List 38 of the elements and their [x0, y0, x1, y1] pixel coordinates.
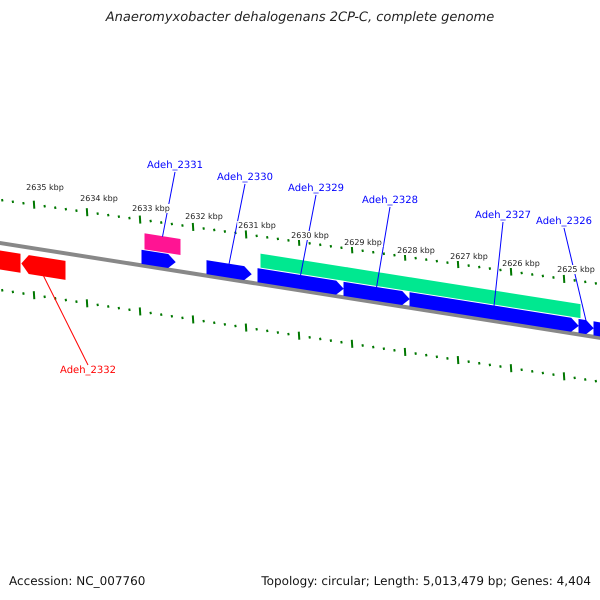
footer-text: Topology: circular; Length: 5,013,479 bp; Genes: 4,404 [261, 574, 591, 588]
feature-bar [260, 254, 348, 282]
tick-label: 2635 kbp [25, 183, 65, 192]
leader-line [376, 206, 390, 288]
gene-label: Adeh_2332 [60, 365, 116, 377]
tick-label: 2630 kbp [290, 231, 330, 240]
gene-feature [0, 250, 20, 273]
footer-text: Accession: NC_007760 [9, 574, 146, 588]
gene-feature [206, 260, 252, 280]
diagram-title: Anaeromyxobacter dehalogenans 2CP-C, complete genome [106, 10, 494, 25]
leader-line [300, 194, 316, 276]
gene-feature [344, 282, 410, 306]
tick-label: 2633 kbp [131, 204, 171, 213]
gene-label: Adeh_2329 [288, 183, 344, 195]
leader-line [43, 275, 88, 366]
gene-label: Adeh_2330 [217, 172, 273, 184]
gene-label: Adeh_2326 [536, 216, 592, 228]
tick-label: 2627 kbp [449, 252, 489, 261]
tick-label: 2632 kbp [184, 212, 224, 221]
leader-line [494, 222, 504, 307]
tick-label: 2626 kbp [501, 259, 541, 268]
gene-label: Adeh_2328 [362, 195, 418, 207]
leader-line [564, 228, 586, 322]
tick-label: 2628 kbp [396, 246, 436, 255]
gene-feature [258, 268, 344, 295]
gene-label: Adeh_2331 [147, 160, 203, 172]
tick-label: 2631 kbp [237, 221, 277, 230]
tick-label: 2634 kbp [79, 194, 119, 203]
gene-feature [410, 292, 579, 332]
tick-label: 2625 kbp [556, 265, 596, 274]
gene-feature [142, 250, 176, 268]
leader-line [228, 184, 246, 265]
feature-bar [144, 233, 180, 255]
leader-line [162, 172, 176, 238]
feature-bar [346, 267, 412, 292]
tick-label: 2629 kbp [343, 238, 383, 247]
feature-bar [410, 277, 580, 318]
gene-label: Adeh_2327 [475, 210, 531, 222]
